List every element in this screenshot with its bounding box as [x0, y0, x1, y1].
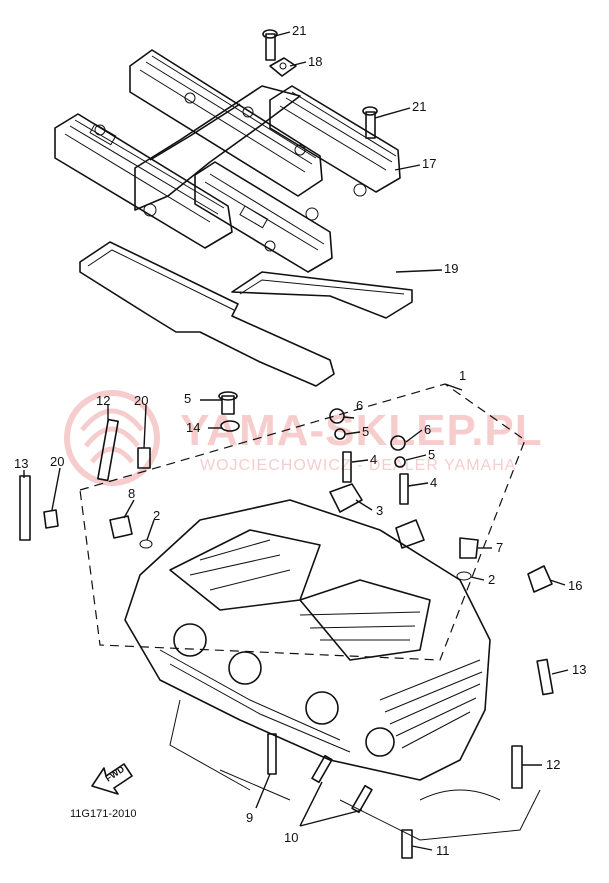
- callout-1: 1: [459, 368, 466, 383]
- callout-10: 10: [284, 830, 298, 845]
- cover-gasket: [79, 241, 413, 387]
- callout-20-upper: 20: [134, 393, 148, 408]
- callout-11: 11: [436, 843, 450, 858]
- fwd-arrow-icon: FWD: [91, 763, 133, 795]
- callout-labels: 21 18 21 17 19 1 5 14 12 20 13 20 8 2 3 …: [14, 23, 586, 858]
- watermark-title: YAMA-SKLEP.PL: [180, 406, 543, 455]
- watermark-logo-icon: [64, 390, 160, 486]
- callout-21-right: 21: [412, 99, 426, 114]
- callout-12-left: 12: [96, 393, 110, 408]
- callout-13-right: 13: [572, 662, 586, 677]
- callout-8: 8: [128, 486, 135, 501]
- callout-9: 9: [246, 810, 253, 825]
- callout-16: 16: [568, 578, 582, 593]
- head-small-parts: [19, 391, 554, 859]
- callout-7: 7: [496, 540, 503, 555]
- leader-lines: [23, 31, 569, 851]
- callout-6-lower: 6: [424, 422, 431, 437]
- callout-2-left: 2: [153, 508, 160, 523]
- callout-19: 19: [444, 261, 458, 276]
- callout-13-left: 13: [14, 456, 28, 471]
- callout-18: 18: [308, 54, 322, 69]
- cover-bolts: [262, 29, 378, 139]
- callout-17: 17: [422, 156, 436, 171]
- callout-21-top: 21: [292, 23, 306, 38]
- fwd-label: FWD: [104, 764, 127, 784]
- callout-5-right: 5: [428, 447, 435, 462]
- callout-4-right: 4: [430, 475, 437, 490]
- watermark: YAMA-SKLEP.PL WOJCIECHOWICZ - DEALER YAM…: [64, 390, 543, 486]
- callout-20-lower: 20: [50, 454, 64, 469]
- callout-4-left: 4: [370, 452, 377, 467]
- cylinder-head-cover: [54, 49, 401, 273]
- callout-6-upper: 6: [356, 398, 363, 413]
- callout-12-right: 12: [546, 757, 560, 772]
- diagram-code: 11G171-2010: [70, 808, 136, 820]
- callout-5-top: 5: [184, 391, 191, 406]
- cylinder-head: [79, 383, 541, 841]
- callout-2-right: 2: [488, 572, 495, 587]
- watermark-subtitle: WOJCIECHOWICZ - DEALER YAMAHA: [200, 457, 516, 474]
- callout-5-mid: 5: [362, 424, 369, 439]
- callout-3: 3: [376, 503, 383, 518]
- callout-14: 14: [186, 420, 200, 435]
